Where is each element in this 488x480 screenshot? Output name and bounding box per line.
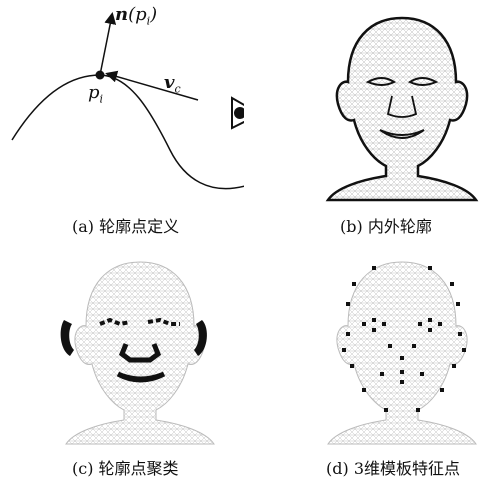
- caption-c: (c) 轮廓点聚类: [72, 455, 179, 479]
- view-v: v: [164, 72, 174, 93]
- face-mesh-b: [322, 14, 482, 202]
- face-mesh-c: [60, 258, 220, 446]
- contour-diagram-svg: [0, 0, 244, 210]
- contour-curve: [12, 75, 244, 189]
- normal-close: ): [150, 4, 157, 25]
- normal-arrow: [100, 15, 112, 75]
- normal-label: n(pi): [115, 4, 157, 28]
- normal-arg: (p: [128, 4, 147, 25]
- caption-d: (d) 3维模板特征点: [326, 455, 460, 479]
- panel-b-face: [322, 14, 482, 202]
- panel-a-diagram: n(pi) pi vc: [0, 0, 244, 210]
- point-p: p: [88, 82, 100, 103]
- panel-c-face: [60, 258, 220, 446]
- face-mesh-d: [322, 258, 482, 446]
- panel-d-face: [322, 258, 482, 446]
- view-sub: c: [174, 83, 180, 96]
- view-vector-arrow: [108, 74, 198, 100]
- caption-b: (b) 内外轮廓: [340, 213, 432, 237]
- point-sub: i: [100, 93, 104, 106]
- point-label: pi: [88, 82, 103, 106]
- caption-a: (a) 轮廓点定义: [72, 213, 179, 237]
- normal-n: n: [115, 4, 128, 25]
- eye-icon: [232, 98, 244, 128]
- view-label: vc: [164, 72, 181, 96]
